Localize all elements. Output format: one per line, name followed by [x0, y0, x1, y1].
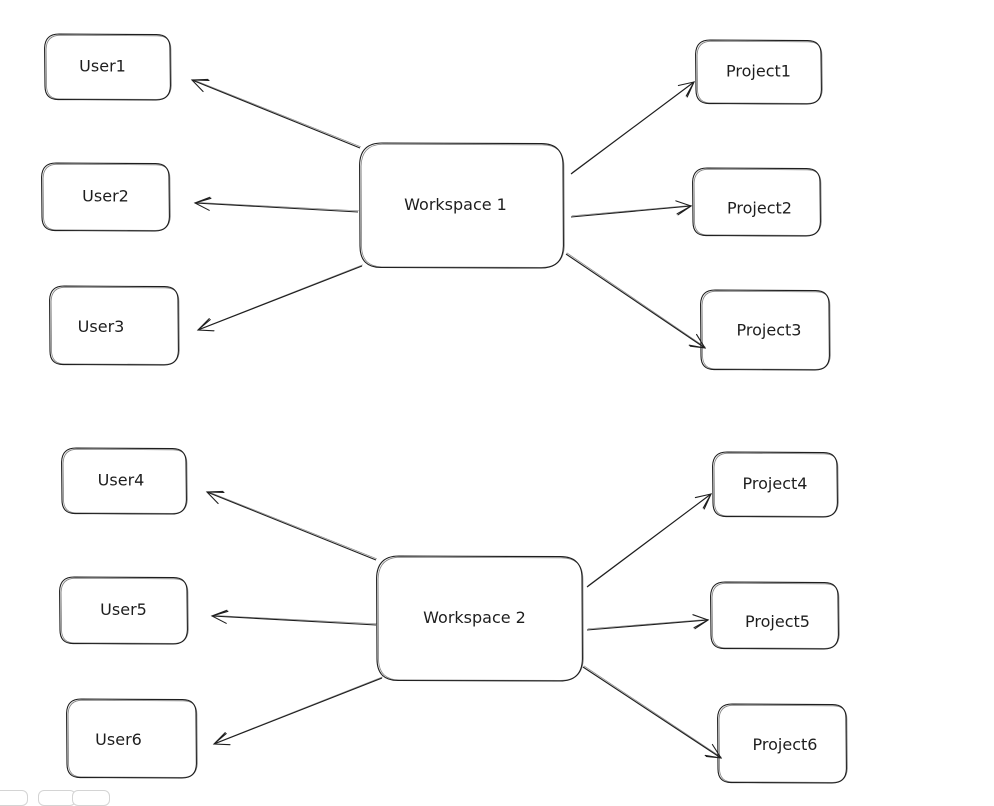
connector-arrow[interactable] [190, 78, 361, 149]
arrowhead-icon [694, 493, 713, 510]
user-node[interactable]: User1 [44, 33, 172, 101]
connector-line-sketch [571, 205, 692, 217]
project-node[interactable]: Project2 [692, 167, 822, 237]
user-label: User6 [95, 730, 142, 749]
workspace-box-sketch [360, 143, 565, 268]
connector-arrow[interactable] [582, 665, 723, 759]
arrowhead-icon [190, 78, 210, 93]
project-node[interactable]: Project3 [700, 289, 831, 371]
connector-line-sketch [214, 676, 383, 744]
arrowhead-icon [193, 196, 212, 211]
workspace-label: Workspace 2 [423, 608, 526, 627]
user-box-sketch [45, 34, 172, 100]
user-label: User4 [98, 471, 145, 490]
connector-arrow[interactable] [193, 196, 359, 213]
connector-line [586, 619, 709, 631]
arrowhead-icon [675, 200, 693, 216]
project-node[interactable]: Project4 [712, 451, 839, 518]
connector-line [194, 202, 359, 213]
user-box-sketch [62, 448, 188, 514]
workspace-label: Workspace 1 [404, 195, 507, 214]
project-node[interactable]: Project1 [695, 39, 823, 105]
toolbar-tab[interactable] [72, 790, 110, 806]
user-node[interactable]: User2 [41, 162, 171, 232]
connector-arrow[interactable] [565, 252, 707, 349]
connector-line-sketch [566, 252, 706, 348]
connector-line-sketch [207, 491, 377, 560]
project-box-sketch [718, 704, 848, 783]
user-label: User5 [100, 600, 147, 619]
arrowhead-icon [704, 743, 723, 759]
user-node[interactable]: User3 [49, 285, 180, 366]
connector-line-sketch [587, 493, 712, 587]
project-label: Project1 [726, 62, 791, 81]
project-box-sketch [693, 168, 822, 236]
workspace-node[interactable]: Workspace 1 [359, 142, 565, 269]
arrowhead-icon [210, 609, 229, 624]
connector-arrow[interactable] [205, 490, 377, 561]
connector-line [206, 491, 377, 561]
connector-line [213, 677, 383, 745]
arrowhead-icon [196, 318, 215, 332]
toolbar-tab[interactable] [0, 790, 28, 806]
arrowhead-icon [677, 81, 696, 98]
connector-line-sketch [583, 665, 722, 758]
user-label: User2 [82, 187, 129, 206]
connector-arrow[interactable] [586, 493, 713, 588]
user-box-sketch [42, 163, 171, 231]
connector-line [197, 265, 363, 331]
toolbar-tab[interactable] [38, 790, 76, 806]
connector-line-sketch [587, 619, 709, 630]
connector-arrow[interactable] [570, 200, 693, 218]
project-node[interactable]: Project5 [710, 581, 840, 650]
connector-line [582, 666, 722, 759]
connector-line [565, 253, 706, 349]
project-label: Project2 [727, 199, 792, 218]
connector-line-sketch [195, 202, 359, 212]
user-node[interactable]: User6 [66, 698, 198, 779]
project-box-sketch [713, 452, 839, 517]
connector-line [191, 79, 361, 149]
user-box-sketch [60, 577, 189, 644]
project-box-sketch [696, 40, 823, 104]
user-node[interactable]: User5 [59, 576, 189, 645]
connector-line-sketch [198, 264, 363, 330]
arrowhead-icon [212, 732, 231, 746]
project-label: Project5 [745, 612, 810, 631]
workspace-box-sketch [377, 556, 584, 681]
user-label: User1 [79, 57, 126, 76]
connector-line-sketch [192, 79, 361, 148]
connector-line-sketch [212, 615, 377, 625]
project-node[interactable]: Project6 [717, 703, 848, 784]
workspace-node[interactable]: Workspace 2 [376, 555, 584, 682]
connector-arrow[interactable] [570, 81, 696, 175]
project-box-sketch [701, 290, 831, 370]
connector-line [570, 205, 692, 218]
project-box-sketch [711, 582, 840, 649]
connector-line-sketch [571, 81, 695, 174]
connector-arrow[interactable] [586, 614, 710, 631]
arrowhead-icon [205, 490, 225, 505]
project-label: Project3 [737, 321, 802, 340]
project-label: Project4 [743, 474, 808, 493]
connector-line [211, 615, 377, 626]
user-node[interactable]: User4 [61, 447, 188, 515]
user-box-sketch [50, 286, 180, 365]
connector-arrow[interactable] [196, 264, 363, 332]
edges-layer [190, 78, 723, 759]
user-box-sketch [67, 699, 198, 778]
connector-arrow[interactable] [212, 676, 383, 746]
connector-arrow[interactable] [210, 609, 377, 626]
arrowhead-icon [692, 614, 710, 630]
canvas-toolbar-edge [0, 790, 120, 806]
user-label: User3 [78, 317, 125, 336]
project-label: Project6 [753, 735, 818, 754]
